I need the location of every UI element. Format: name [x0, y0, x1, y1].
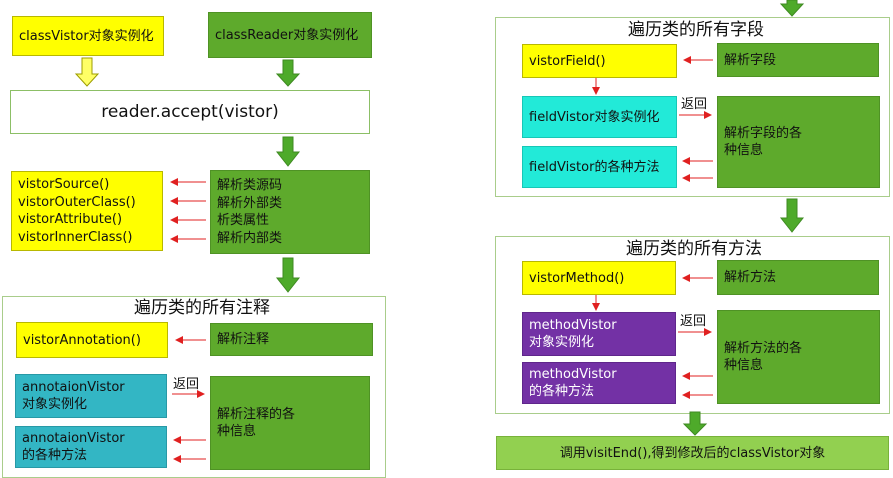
visit-method-box: vistorMethod() [522, 261, 676, 295]
parse-field-box: 解析字段 [717, 43, 879, 77]
visit-end-box: 调用visitEnd(),得到修改后的classVistor对象 [496, 436, 889, 470]
method-vistor-init-box: methodVistor 对象实例化 [522, 312, 676, 356]
block-arrow-methods-to-end [682, 411, 708, 436]
reader-accept-box: reader.accept(vistor) [10, 90, 370, 134]
visit-field-box: vistorField() [522, 44, 677, 78]
annotation-parse-info-box: 解析注释的各 种信息 [210, 376, 370, 470]
field-panel-title: 遍历类的所有字段 [628, 20, 764, 40]
parse-annotation-box: 解析注释 [210, 323, 373, 356]
annotation-vistor-init-box: annotaionVistor 对象实例化 [15, 374, 167, 418]
method-panel-title: 遍历类的所有方法 [626, 239, 762, 259]
block-arrow-fields-to-methods [779, 198, 805, 233]
method-parse-info-box: 解析方法的各 种信息 [717, 310, 880, 404]
block-arrow-classreader-down [275, 59, 301, 87]
method-return-label: 返回 [680, 314, 707, 329]
block-arrow-parse-down [275, 257, 301, 293]
parse-method-box: 解析方法 [717, 260, 879, 295]
annotation-vistor-methods-box: annotaionVistor 的各种方法 [15, 426, 167, 468]
annotation-return-label: 返回 [173, 377, 200, 392]
classvistor-init-box: classVistor对象实例化 [12, 16, 164, 56]
field-return-label: 返回 [681, 97, 708, 112]
block-arrow-top-into-fields [779, 0, 805, 17]
visit-annotation-box: vistorAnnotation() [16, 322, 168, 358]
annotation-panel-title: 遍历类的所有注释 [134, 298, 270, 318]
parse-items-box: 解析类源码 解析外部类 析类属性 解析内部类 [210, 170, 370, 254]
block-arrow-classvistor-down [74, 57, 100, 87]
block-arrow-accept-down [275, 136, 301, 167]
classreader-init-box: classReader对象实例化 [208, 12, 372, 58]
method-vistor-methods-box: methodVistor 的各种方法 [522, 362, 676, 404]
field-parse-info-box: 解析字段的各 种信息 [717, 96, 880, 188]
visit-methods-box: vistorSource() vistorOuterClass() vistor… [11, 171, 163, 251]
field-vistor-init-box: fieldVistor对象实例化 [522, 96, 677, 138]
field-vistor-methods-box: fieldVistor的各种方法 [522, 146, 677, 188]
